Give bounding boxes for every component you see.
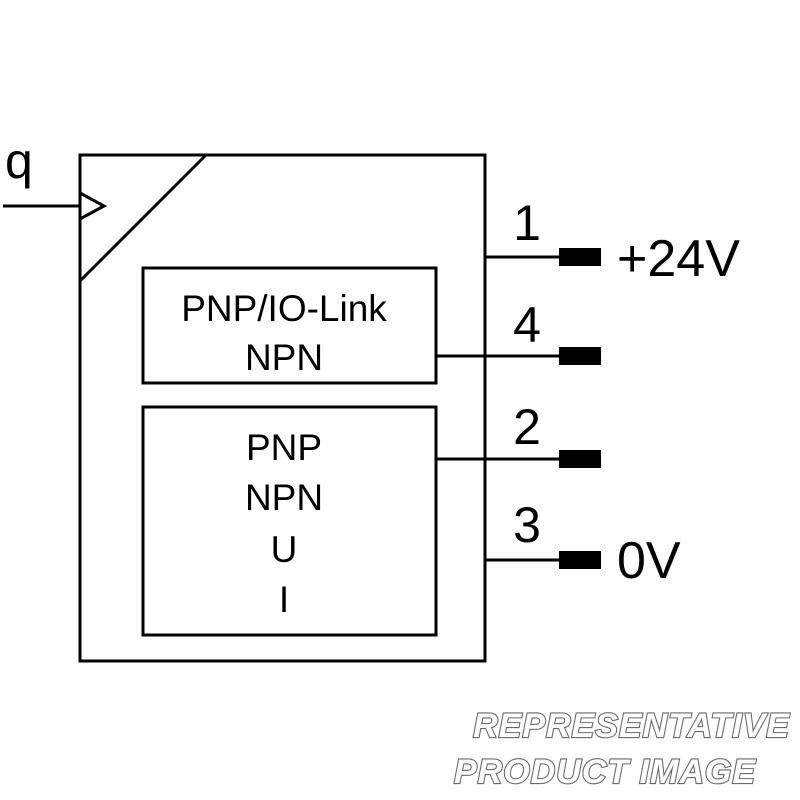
pin-1-number: 1 [513,195,541,251]
pin-1-voltage: +24V [617,230,740,288]
output-module-2 [141,405,438,637]
pin-3-terminal [559,551,601,569]
pin-4-number: 4 [513,297,541,353]
module-2-line-4: I [279,579,289,620]
watermark-line-2: PRODUCT IMAGE [454,753,756,791]
sensing-face-diagonal [78,153,208,283]
pin-2-terminal [559,450,601,468]
input-label: q [5,133,33,189]
module-1-line-1: PNP/IO-Link [181,288,387,329]
module-2-line-2: NPN [245,477,323,518]
pin-4-terminal [559,347,601,365]
watermark-line-1: REPRESENTATIVE [473,707,790,745]
output-module-1 [141,266,438,385]
module-1-line-2: NPN [245,337,323,378]
pin-1-terminal [559,248,601,266]
module-2-line-3: U [271,529,298,570]
pin-2-number: 2 [513,399,541,455]
input-arrow-icon [78,190,108,222]
module-2-line-1: PNP [246,427,322,468]
pin-3-number: 3 [513,497,541,553]
pin-3-voltage: 0V [617,532,681,590]
